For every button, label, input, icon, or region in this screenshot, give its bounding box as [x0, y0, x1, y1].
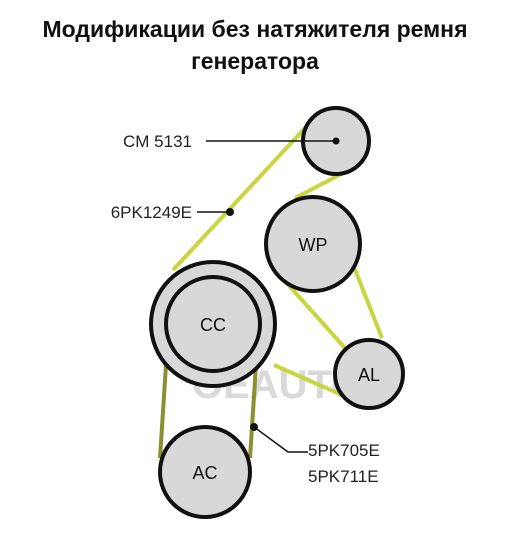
wp-pulley [264, 195, 362, 293]
belt-main-leader-dot [226, 208, 234, 216]
ac-pulley [158, 425, 252, 519]
belt-ac-leader-line [253, 426, 308, 453]
al-label: AL [358, 365, 380, 385]
belt-ac-leader-dot [250, 423, 258, 431]
belt-ac-part-label-1: 5PK705E [308, 441, 380, 460]
wp-label: WP [299, 235, 328, 255]
cc-pulley-inner [164, 275, 262, 373]
cm-pulley-center [332, 137, 340, 145]
ac-label: AC [192, 463, 217, 483]
cc-label: CC [200, 315, 226, 335]
title-line-1: Модификации без натяжителя ремня [42, 16, 468, 42]
belt-main-part-label: 6PK1249E [111, 203, 192, 222]
title-line-2: генератора [191, 48, 319, 74]
al-pulley [333, 338, 405, 410]
belt-ac-part-label-2: 5PK711E [308, 467, 379, 486]
cm-part-label: CM 5131 [123, 132, 192, 151]
